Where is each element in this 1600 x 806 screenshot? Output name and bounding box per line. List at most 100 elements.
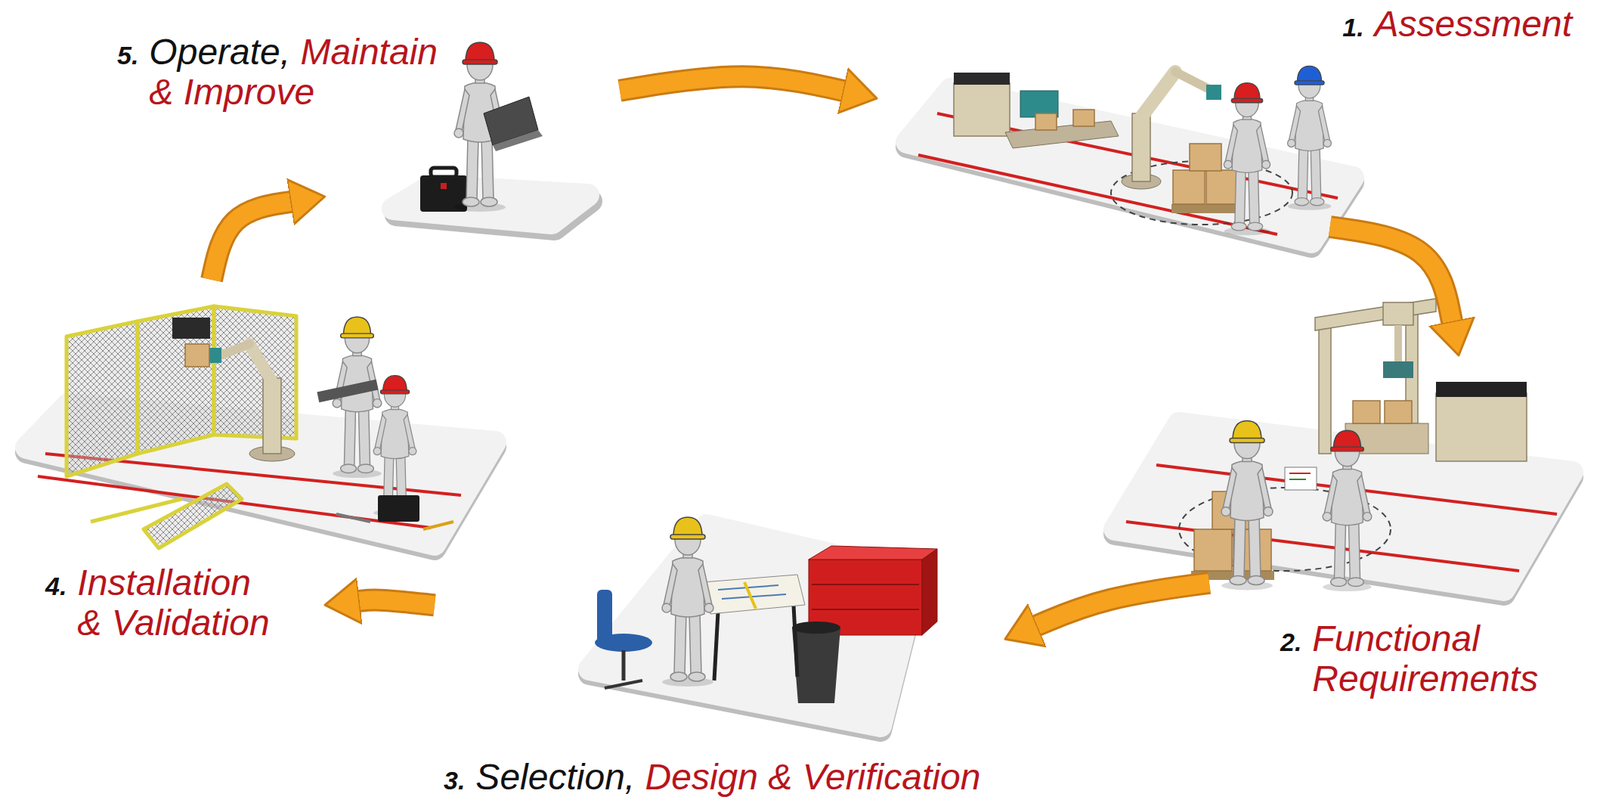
arrow-body <box>1330 226 1453 323</box>
requirements-stage-illustration-part <box>1315 298 1436 331</box>
design-stage-illustration-part <box>811 608 920 610</box>
assessment-stage-illustration-part <box>918 154 1278 235</box>
step-number: 3. <box>443 766 465 795</box>
step-number: 4. <box>45 572 67 601</box>
assessment-stage-illustration-part <box>1073 109 1095 127</box>
design-stage-illustration-part <box>744 581 756 609</box>
design-stage-illustration-part <box>922 548 938 635</box>
step-number: 2. <box>1280 628 1302 657</box>
assessment-stage-illustration-part <box>1206 170 1238 205</box>
arrow-outline <box>619 76 845 91</box>
cycle-arrow <box>1035 582 1210 626</box>
installation-stage-illustration-part <box>66 321 138 477</box>
stage-title: Operate, <box>148 31 291 72</box>
design-stage-illustration-part <box>622 649 626 681</box>
design-stage-illustration-part <box>702 574 805 614</box>
assessment-stage-illustration-part <box>1005 120 1119 149</box>
requirements-stage-illustration-part <box>1221 420 1273 591</box>
requirements-stage-illustration-part <box>1322 430 1372 592</box>
installation-stage-illustration-part <box>172 317 211 339</box>
stage-title: Selection, <box>475 756 635 797</box>
installation-stage-illustration-part <box>336 513 371 522</box>
design-stage-illustration-part <box>792 621 841 634</box>
stage-title: Functional Requirements <box>1312 618 1539 699</box>
assessment-stage-illustration-part <box>1189 143 1222 171</box>
stage-label: 3. Selection,Design & Verification <box>443 757 981 798</box>
stage-label: 4. Installation & Validation <box>45 563 276 644</box>
assessment-stage-illustration-part <box>953 83 1010 137</box>
assessment-stage-illustration-part <box>1035 113 1057 130</box>
arrow-outline <box>358 600 435 606</box>
assessment-stage-illustration-part <box>1171 204 1240 214</box>
stage-title-block: Functional Requirements <box>1312 618 1539 700</box>
design-stage-illustration <box>589 516 938 731</box>
assessment-stage-illustration-part <box>953 72 1010 85</box>
operate-stage-illustration-part <box>492 129 543 152</box>
stage-label: 5.Operate,Maintain & Improve <box>117 32 452 113</box>
step-number: 1. <box>1342 13 1364 42</box>
installation-stage-illustration-part <box>263 377 282 454</box>
assessment-stage-illustration-part <box>1223 83 1270 236</box>
assessment-stage-illustration <box>906 65 1353 247</box>
stage-title: Assessment <box>1374 3 1573 44</box>
installation-stage-illustration-part <box>137 306 214 454</box>
assessment-stage-illustration-part <box>1287 65 1332 210</box>
installation-stage-illustration-part <box>316 379 378 403</box>
design-stage-illustration-part <box>811 583 920 585</box>
requirements-stage-illustration-part <box>1289 478 1306 480</box>
installation-stage-illustration-part <box>90 498 182 522</box>
stage-title-block: Operate,Maintain & Improve <box>148 32 452 113</box>
design-stage-illustration-part <box>594 633 653 652</box>
stage-box: 5.Operate,Maintain & Improve <box>105 22 620 197</box>
requirements-stage-illustration-part <box>1284 467 1317 490</box>
design-stage-illustration-part <box>808 545 938 560</box>
stage-title-block: Installation & Validation <box>77 563 276 644</box>
stage-box: 4. Installation & Validation <box>7 279 325 650</box>
requirements-stage-illustration-part <box>1352 400 1381 424</box>
installation-stage-illustration-part <box>185 343 210 367</box>
installation-stage-illustration-part <box>143 483 242 548</box>
requirements-stage-illustration-part <box>1194 529 1232 571</box>
arrow-body <box>358 600 435 606</box>
requirements-stage-illustration-part <box>1289 472 1311 474</box>
arrow-body <box>619 76 845 91</box>
cycle-arrow <box>1330 226 1453 323</box>
requirements-stage-illustration-part <box>1435 381 1527 397</box>
design-stage-illustration-part <box>662 516 714 687</box>
arrow-body <box>1035 582 1210 626</box>
stage-title: Installation & Validation <box>77 562 270 643</box>
assessment-stage-illustration-part <box>1141 71 1176 118</box>
installation-stage-illustration-part <box>220 343 250 356</box>
design-stage-illustration-part <box>792 627 841 703</box>
arrow-outline <box>211 201 292 280</box>
operate-stage-illustration-part <box>440 182 447 189</box>
stage-title-block: Assessment <box>1374 4 1573 45</box>
requirements-stage-illustration-part <box>1384 400 1412 424</box>
requirements-stage-illustration-part <box>1126 521 1520 571</box>
requirements-stage-illustration-part <box>1383 361 1414 378</box>
installation-stage-illustration-part <box>249 343 273 382</box>
cycle-arrow <box>619 76 845 91</box>
cycle-arrow <box>358 600 435 606</box>
requirements-stage-illustration-part <box>1394 324 1402 363</box>
design-stage-illustration-part <box>793 604 798 677</box>
requirements-stage-illustration-part <box>1383 302 1414 325</box>
design-stage-illustration-part <box>714 612 718 681</box>
stage-title: Design & Verification <box>645 756 982 797</box>
arrow-outline <box>1035 582 1210 626</box>
stage-box: 1. Assessment <box>876 3 1588 227</box>
assessment-stage-illustration-part <box>1175 71 1210 90</box>
design-stage-illustration-part <box>604 680 643 688</box>
design-stage-illustration-part <box>721 594 787 599</box>
assessment-stage-illustration-part <box>1172 170 1205 205</box>
arrow-body <box>211 201 292 280</box>
operate-stage-illustration-part <box>430 167 457 177</box>
stage-label: 2. Functional Requirements <box>1280 618 1539 700</box>
stage-label: 1. Assessment <box>1342 4 1573 45</box>
stage-title-block: Selection,Design & Verification <box>475 757 981 798</box>
requirements-stage-illustration <box>1114 298 1573 595</box>
installation-stage-illustration-part <box>377 495 420 522</box>
requirements-stage-illustration-part <box>1435 393 1527 462</box>
cycle-arrow <box>211 201 292 280</box>
